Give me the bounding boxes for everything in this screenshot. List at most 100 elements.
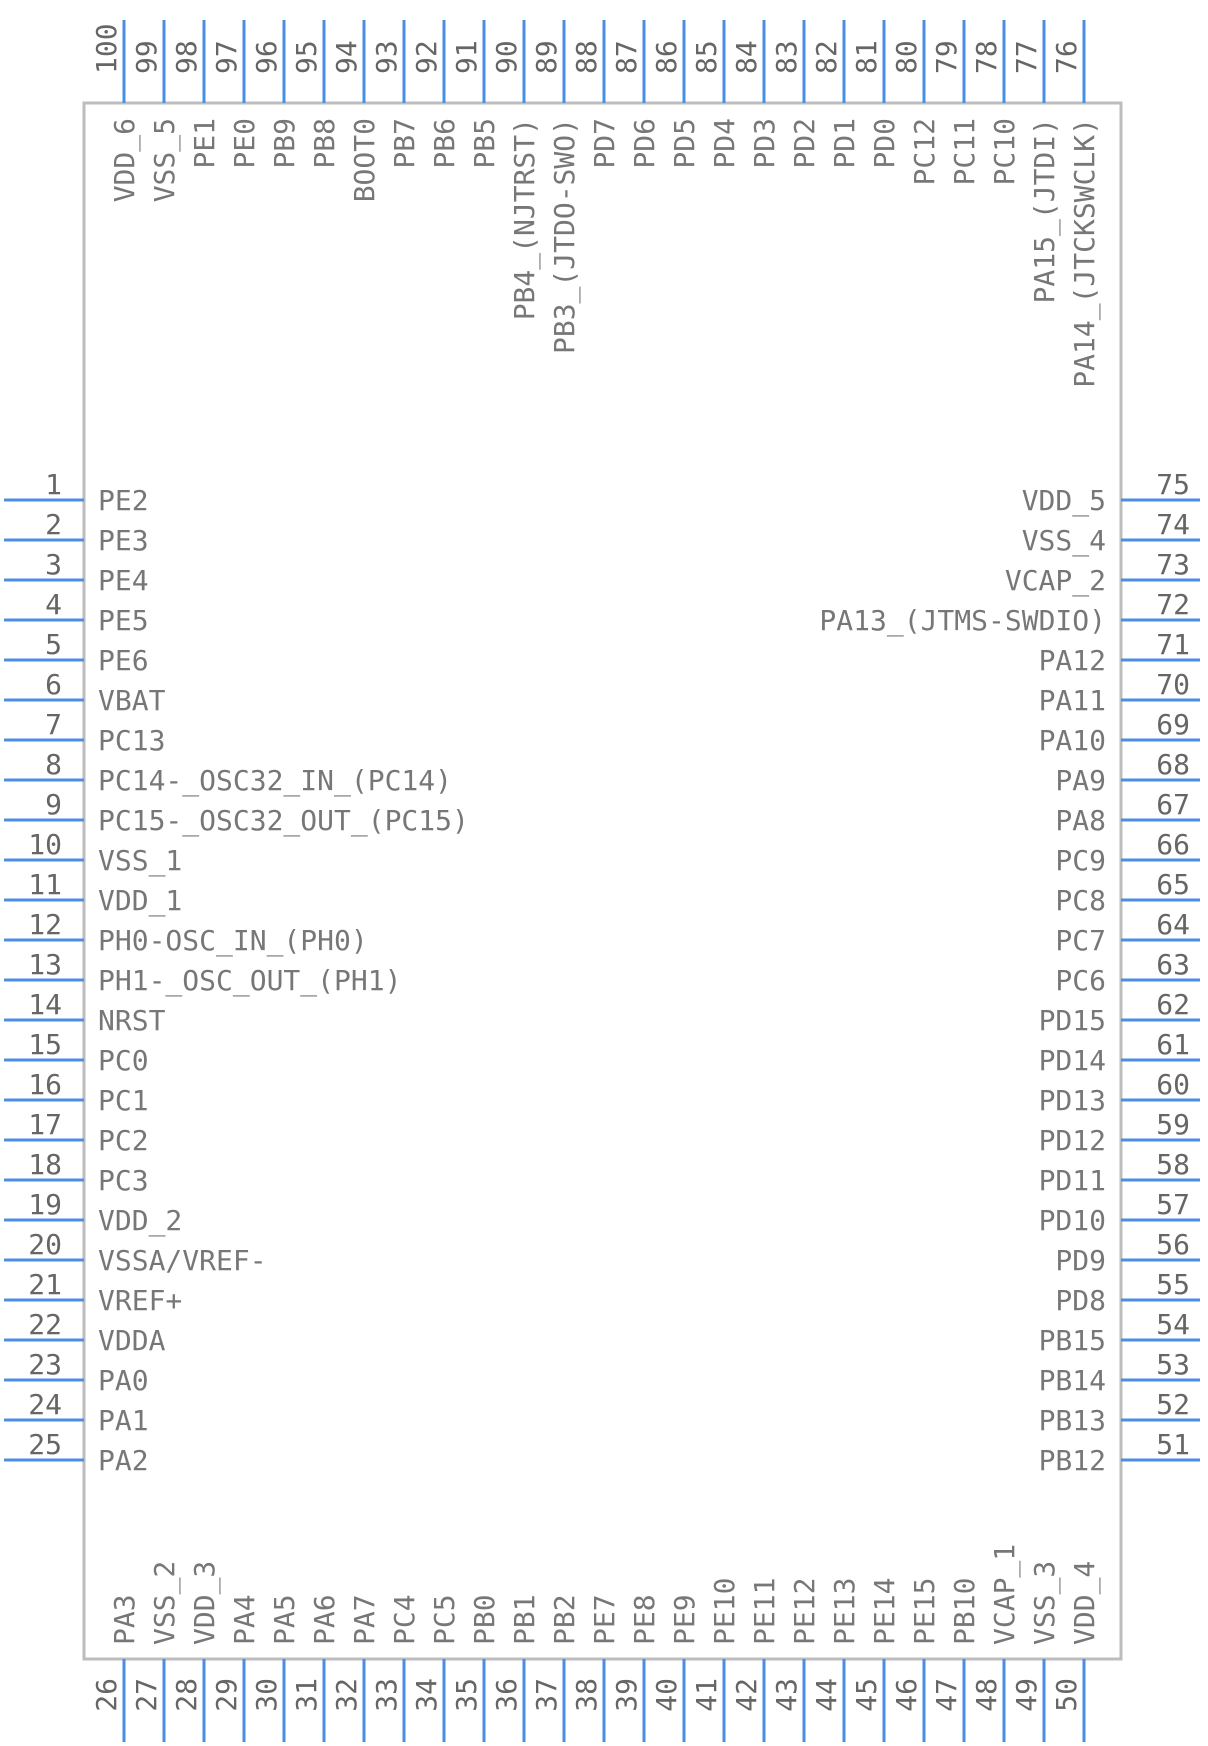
pin-number: 99	[130, 40, 163, 74]
pin-number: 74	[1156, 508, 1190, 541]
pin-label: PA1	[98, 1404, 149, 1437]
pin-label: PA10	[1039, 724, 1106, 757]
pin-label: PD7	[588, 118, 621, 169]
pin-label: PB14	[1039, 1364, 1106, 1397]
pin-number: 42	[730, 1678, 763, 1712]
pin-number: 57	[1156, 1188, 1190, 1221]
pin-label: PE13	[828, 1578, 861, 1645]
pin-label: VCAP_1	[988, 1544, 1022, 1645]
pin-label: PC14-_OSC32_IN_(PC14)	[98, 764, 452, 798]
pin-label: VSSA/VREF-	[98, 1244, 267, 1277]
pin-number: 79	[930, 40, 963, 74]
pin-label: PA15_(JTDI)	[1028, 118, 1062, 303]
pin-label: PB8	[308, 118, 341, 169]
pin-label: PA8	[1055, 804, 1106, 837]
pin-number: 94	[330, 40, 363, 74]
pin-label: PE14	[868, 1578, 901, 1645]
pin-number: 44	[810, 1678, 843, 1712]
pin-number: 26	[90, 1678, 123, 1712]
pin-number: 52	[1156, 1388, 1190, 1421]
pin-label: PC8	[1055, 884, 1106, 917]
pin-number: 14	[28, 988, 62, 1021]
pin-label: PD6	[628, 118, 661, 169]
pin-number: 37	[530, 1678, 563, 1712]
pin-label: BOOT0	[348, 118, 381, 202]
pin-number: 40	[650, 1678, 683, 1712]
pin-label: VDDA	[98, 1324, 166, 1357]
pin-label: PD2	[788, 118, 821, 169]
pin-number: 11	[28, 868, 62, 901]
pin-number: 23	[28, 1348, 62, 1381]
pin-label: PC9	[1055, 844, 1106, 877]
pin-number: 39	[610, 1678, 643, 1712]
pin-label: PA4	[228, 1594, 261, 1645]
pin-label: PB13	[1039, 1404, 1106, 1437]
pin-number: 82	[810, 40, 843, 74]
pin-number: 90	[490, 40, 523, 74]
pin-number: 35	[450, 1678, 483, 1712]
pin-label: PE6	[98, 644, 149, 677]
pin-number: 16	[28, 1068, 62, 1101]
pin-number: 43	[770, 1678, 803, 1712]
pin-label: PC4	[388, 1594, 421, 1645]
pin-number: 34	[410, 1678, 443, 1712]
pin-number: 4	[45, 588, 62, 621]
pin-label: PA7	[348, 1594, 381, 1645]
pin-label: PC2	[98, 1124, 149, 1157]
pin-number: 8	[45, 748, 62, 781]
pin-number: 17	[28, 1108, 62, 1141]
pin-number: 84	[730, 40, 763, 74]
pin-number: 86	[650, 40, 683, 74]
pin-number: 64	[1156, 908, 1190, 941]
pin-number: 3	[45, 548, 62, 581]
pin-number: 92	[410, 40, 443, 74]
pin-number: 53	[1156, 1348, 1190, 1381]
pin-label: PE0	[228, 118, 261, 169]
pin-label: PD10	[1039, 1204, 1106, 1237]
pin-label: PA9	[1055, 764, 1106, 797]
pin-label: PD5	[668, 118, 701, 169]
pin-number: 55	[1156, 1268, 1190, 1301]
pin-label: PB12	[1039, 1444, 1106, 1477]
pin-number: 67	[1156, 788, 1190, 821]
pin-label: PH0-OSC_IN_(PH0)	[98, 924, 368, 958]
pin-number: 68	[1156, 748, 1190, 781]
pin-label: VDD_3	[188, 1561, 222, 1645]
pin-label: PE15	[908, 1578, 941, 1645]
pin-number: 83	[770, 40, 803, 74]
pin-label: PA11	[1039, 684, 1106, 717]
pin-number: 48	[970, 1678, 1003, 1712]
pin-label: PE9	[668, 1594, 701, 1645]
pin-number: 27	[130, 1678, 163, 1712]
pin-label: PD9	[1055, 1244, 1106, 1277]
pin-number: 98	[170, 40, 203, 74]
pin-label: PD8	[1055, 1284, 1106, 1317]
pin-label: PA12	[1039, 644, 1106, 677]
pin-label: VDD_6	[108, 118, 142, 202]
pin-number: 47	[930, 1678, 963, 1712]
pin-number: 91	[450, 40, 483, 74]
pin-label: PE4	[98, 564, 149, 597]
pin-label: VSS_1	[98, 844, 182, 878]
pin-number: 2	[45, 508, 62, 541]
pin-label: PC5	[428, 1594, 461, 1645]
pin-label: VDD_2	[98, 1204, 182, 1238]
pin-label: VDD_4	[1068, 1561, 1102, 1645]
pin-number: 41	[690, 1678, 723, 1712]
pin-label: VSS_2	[148, 1561, 182, 1645]
pin-label: PE11	[748, 1578, 781, 1645]
pin-number: 21	[28, 1268, 62, 1301]
pin-number: 100	[90, 23, 123, 74]
pin-label: PA3	[108, 1594, 141, 1645]
pin-number: 95	[290, 40, 323, 74]
pin-label: PA14_(JTCKSWCLK)	[1068, 118, 1102, 388]
pin-label: PE8	[628, 1594, 661, 1645]
pin-label: PC15-_OSC32_OUT_(PC15)	[98, 804, 469, 838]
pin-number: 51	[1156, 1428, 1190, 1461]
pin-number: 97	[210, 40, 243, 74]
pin-number: 50	[1050, 1678, 1083, 1712]
pin-label: PB7	[388, 118, 421, 169]
pin-label: PB5	[468, 118, 501, 169]
pin-number: 61	[1156, 1028, 1190, 1061]
